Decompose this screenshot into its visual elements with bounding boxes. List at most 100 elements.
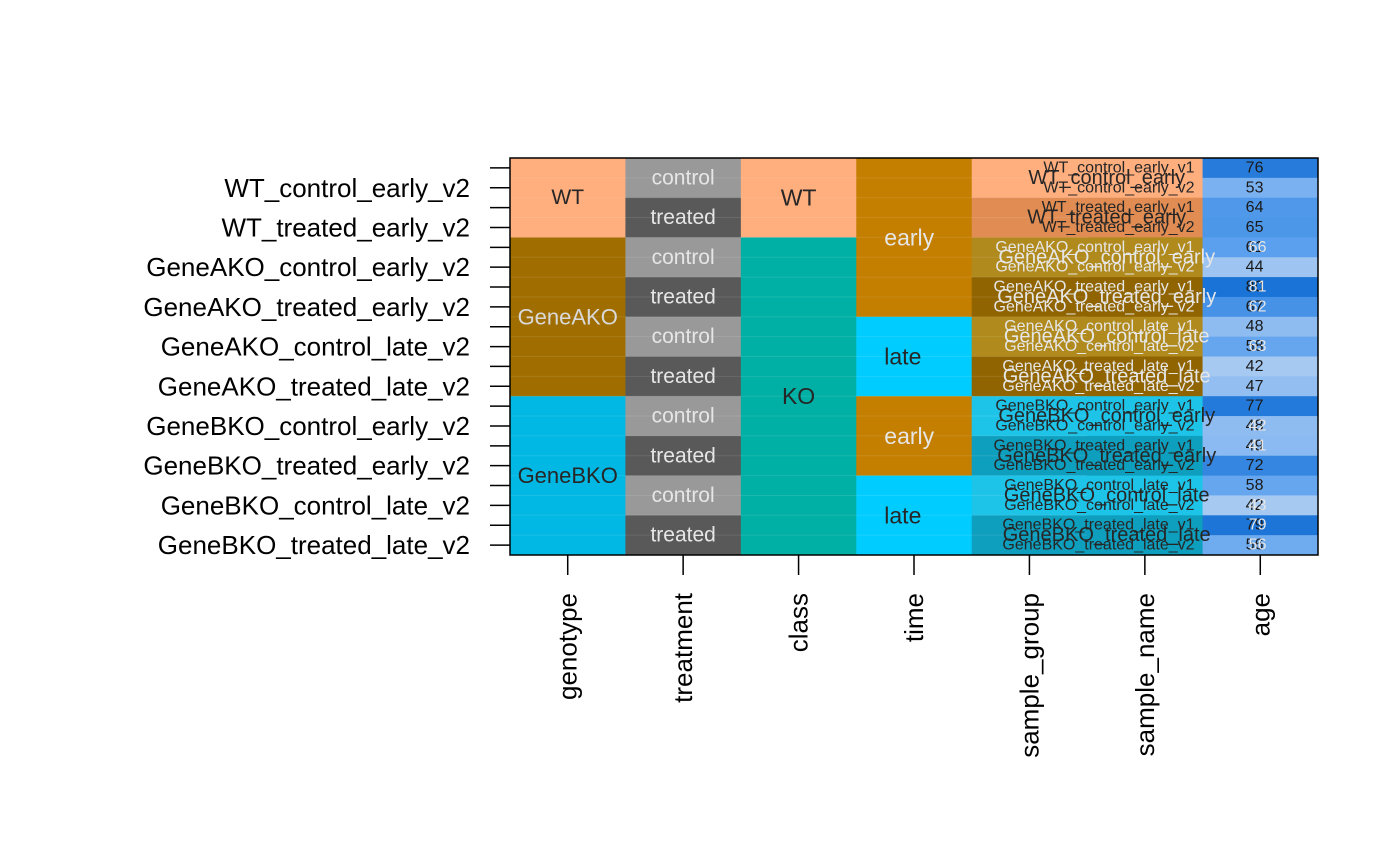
sample_group-cell	[971, 316, 1088, 357]
class-label: KO	[782, 383, 815, 409]
treatment-label: treated	[650, 365, 715, 388]
sample_name-label: WT_treated_early_v1	[1042, 199, 1195, 216]
age-value: 56	[1246, 537, 1264, 554]
genotype-cell	[510, 396, 626, 556]
sample_group-label: GeneBKO_treated_late	[1003, 524, 1211, 546]
age-cell	[1202, 197, 1318, 219]
sample_group-cell	[971, 435, 1088, 477]
age-cell	[1202, 257, 1318, 278]
sample_name-cell	[1087, 336, 1204, 357]
time-cell	[856, 396, 973, 477]
sample_group-label: GeneAKO_treated_early	[997, 286, 1216, 308]
age-value: 44	[1246, 259, 1264, 276]
age-value: 67	[1246, 298, 1264, 315]
treatment-cell	[625, 277, 742, 318]
age-cell	[1202, 217, 1318, 238]
treatment-label: control	[652, 166, 715, 189]
sample_name-label: GeneBKO_control_late_v1	[1004, 477, 1194, 494]
y-tick-label: GeneAKO_control_early_v2	[146, 252, 470, 282]
sample_name-cell	[1087, 277, 1204, 298]
sample_name-label: WT_control_early_v1	[1043, 159, 1194, 176]
sample_name-label: GeneBKO_treated_late_v1	[1002, 517, 1194, 534]
age-value: 48	[1246, 318, 1264, 335]
y-tick-label: GeneAKO_control_late_v2	[161, 332, 470, 362]
age-cell	[1202, 158, 1318, 179]
sample_name-label: GeneAKO_control_early_v2	[995, 259, 1194, 276]
age-value: 47	[1246, 378, 1264, 395]
y-axis: WT_control_early_v2WT_treated_early_v2Ge…	[143, 167, 510, 560]
treatment-cell	[625, 475, 742, 516]
age-cell	[1202, 495, 1318, 516]
sample_name-label: GeneBKO_control_early_v1	[995, 398, 1194, 415]
age-cell	[1202, 535, 1318, 556]
heatmap-cells	[510, 158, 1318, 556]
sample_group-cell	[971, 396, 1088, 437]
sample_name-cell	[1087, 356, 1204, 377]
sample_group-cell	[971, 158, 1088, 199]
x-tick-label: sample_name	[1130, 593, 1160, 756]
age-value: 61	[1246, 239, 1264, 256]
age-value: 79	[1246, 517, 1264, 534]
y-tick-label: WT_treated_early_v2	[221, 212, 470, 242]
sample_name-cell	[1087, 237, 1204, 258]
age-value-overlay: 56	[1249, 537, 1267, 554]
sample_name-label: GeneBKO_treated_early_v1	[994, 437, 1195, 454]
age-cell	[1202, 277, 1318, 298]
age-value: 53	[1246, 179, 1264, 196]
sample_name-label: GeneAKO_treated_late_v1	[1002, 358, 1194, 375]
treatment-label: control	[652, 246, 715, 269]
sample_name-label: GeneBKO_treated_early_v2	[994, 457, 1195, 474]
sample_group-label: GeneBKO_control_late	[1004, 484, 1210, 506]
age-value: 42	[1246, 497, 1264, 514]
age-cell	[1202, 177, 1318, 199]
age-cell	[1202, 435, 1318, 457]
age-cell	[1202, 336, 1318, 357]
genotype-label: WT	[551, 186, 584, 209]
genotype-cell	[510, 237, 626, 397]
y-tick-label: GeneBKO_treated_late_v2	[158, 530, 470, 560]
sample_name-cell	[1087, 416, 1204, 437]
age-cell	[1202, 455, 1318, 477]
heatmap-cell-labels: WTGeneAKOGeneBKOcontroltreatedcontroltre…	[518, 159, 1267, 553]
sample_group-label: GeneAKO_control_late	[1004, 326, 1210, 348]
sample_group-cell	[971, 475, 1088, 516]
sample_name-cell	[1087, 217, 1204, 238]
sample_group-label: GeneAKO_control_early	[998, 246, 1215, 268]
sample_name-cell	[1087, 376, 1204, 397]
genotype-label: GeneBKO	[518, 463, 618, 488]
sample_group-label: GeneBKO_treated_early	[997, 445, 1216, 467]
sample_name-cell	[1087, 535, 1204, 556]
sample_name-cell	[1087, 197, 1204, 219]
y-tick-label: GeneBKO_control_early_v2	[146, 411, 470, 441]
time-label: late	[884, 502, 921, 528]
sample_group-cell	[971, 237, 1088, 278]
treatment-cell	[625, 515, 742, 556]
treatment-cell	[625, 356, 742, 397]
age-value-overlay: 66	[1249, 239, 1267, 256]
x-tick-label: genotype	[553, 593, 583, 700]
treatment-cell	[625, 396, 742, 437]
sample_group-cell	[971, 197, 1088, 238]
sample_name-cell	[1087, 475, 1204, 496]
age-cell	[1202, 376, 1318, 397]
treatment-cell	[625, 435, 742, 477]
age-cell	[1202, 316, 1318, 338]
treatment-cell	[625, 158, 742, 199]
sample_name-label: GeneAKO_control_early_v1	[995, 239, 1194, 256]
sample_name-cell	[1087, 455, 1204, 477]
sample_name-cell	[1087, 158, 1204, 179]
age-value-overlay: 63	[1249, 338, 1267, 355]
age-value: 49	[1246, 437, 1264, 454]
sample_name-label: WT_treated_early_v2	[1042, 219, 1195, 236]
class-cell	[740, 237, 857, 556]
sample_group-cell	[971, 277, 1088, 318]
time-label: late	[884, 344, 921, 370]
age-value-overlay: 81	[1249, 279, 1267, 296]
sample_name-cell	[1087, 515, 1204, 536]
age-value-overlay: 62	[1249, 298, 1267, 315]
sample_name-cell	[1087, 495, 1204, 516]
sample_group-label: WT_treated_early	[1027, 207, 1186, 229]
treatment-cell	[625, 316, 742, 357]
sample_name-label: WT_control_early_v2	[1043, 179, 1194, 196]
